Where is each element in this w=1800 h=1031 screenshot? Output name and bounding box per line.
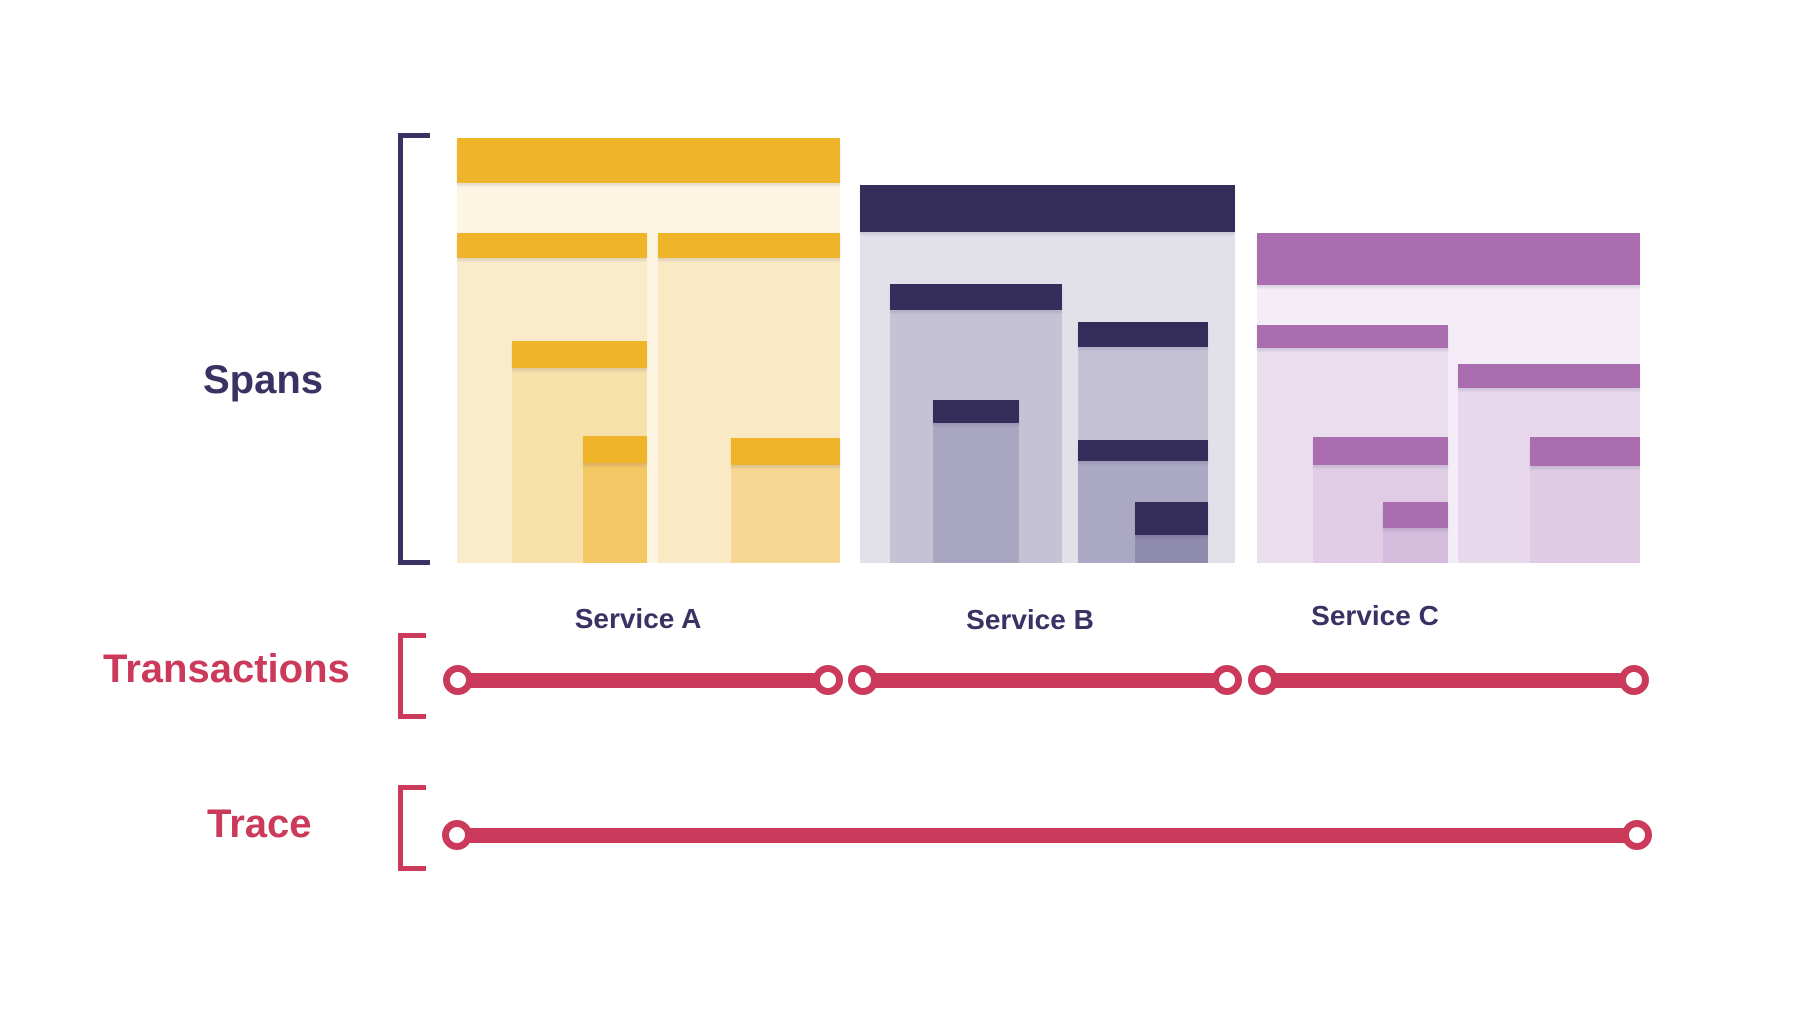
transaction-service-c-line: [1263, 672, 1634, 688]
service-a-label: Service A: [574, 603, 702, 634]
service-a-span-root-header: [457, 138, 840, 183]
service-b-span-grandchild2-header: [1078, 440, 1208, 461]
service-a-span-grandchild2-header: [731, 438, 840, 465]
service-a-span-child2-header: [658, 233, 840, 258]
trace-start-endpoint: [442, 820, 472, 850]
service-c-span-greatgrandchild1-header: [1383, 502, 1448, 528]
transaction-service-c-end-endpoint: [1619, 665, 1649, 695]
trace-bracket: [398, 785, 426, 871]
service-b-span-root-header: [860, 185, 1235, 232]
service-b-span-child1-header: [890, 284, 1062, 310]
transactions-label: Transactions: [103, 647, 350, 691]
transaction-service-b-line: [863, 672, 1227, 688]
service-c-span-root-header: [1257, 233, 1640, 285]
trace-line: [457, 827, 1637, 843]
spans-label: Spans: [203, 358, 324, 402]
transactions-bracket: [398, 633, 426, 719]
transaction-service-a-start-endpoint: [443, 665, 473, 695]
service-b-span-grandchild1-header: [933, 400, 1019, 423]
transaction-service-a-line: [458, 672, 828, 688]
transaction-service-b-start-endpoint: [848, 665, 878, 695]
service-a-span-greatgrandchild1-header: [583, 436, 647, 463]
service-c-span-grandchild2-header: [1530, 437, 1640, 466]
service-b-span-greatgrandchild2-header: [1135, 502, 1208, 535]
service-c-label: Service C: [1311, 600, 1439, 631]
trace-end-endpoint: [1622, 820, 1652, 850]
service-c-span-grandchild1-header: [1313, 437, 1448, 465]
trace-label: Trace: [207, 802, 312, 846]
service-b-span-child2-header: [1078, 322, 1208, 347]
transaction-service-b-end-endpoint: [1212, 665, 1242, 695]
transaction-service-a-end-endpoint: [813, 665, 843, 695]
transaction-service-c-start-endpoint: [1248, 665, 1278, 695]
service-a-span-child1-header: [457, 233, 647, 258]
service-c-span-child2-header: [1458, 364, 1640, 388]
service-b-label: Service B: [966, 604, 1094, 635]
service-a-span-grandchild1-header: [512, 341, 647, 368]
spans-bracket: [398, 133, 430, 565]
service-c-span-child1-header: [1257, 325, 1448, 348]
service-b-span-grandchild1-body: [933, 400, 1019, 563]
